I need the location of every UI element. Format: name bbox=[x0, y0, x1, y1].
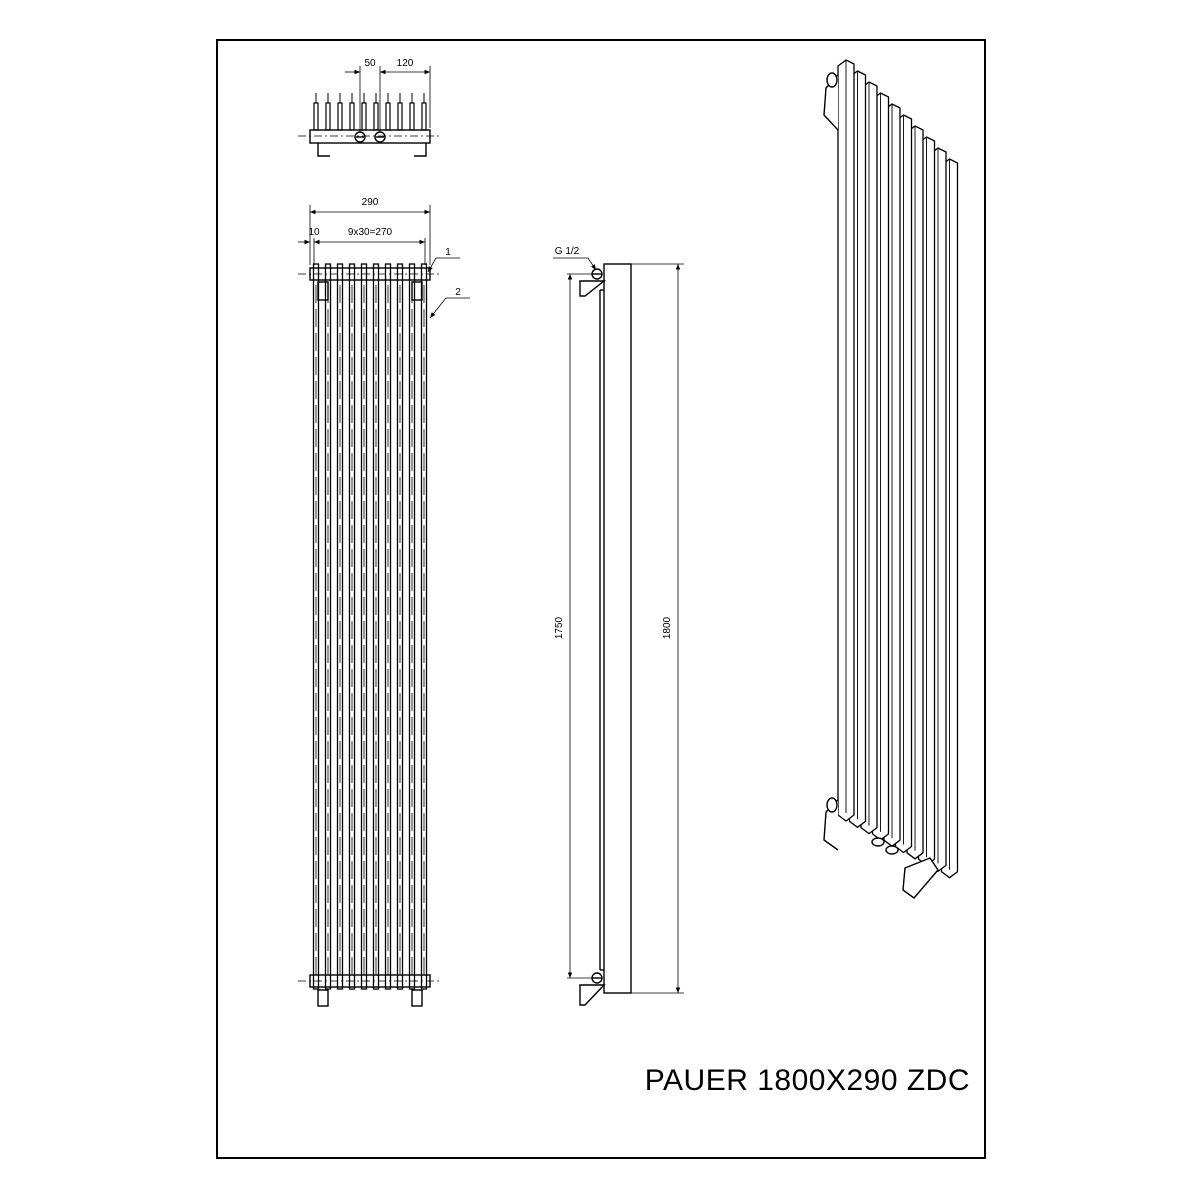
iso-bracket-bottom-right bbox=[902, 857, 939, 899]
isometric-view bbox=[823, 59, 959, 899]
top-fin bbox=[325, 102, 331, 131]
front-bracket-bottom-right bbox=[411, 989, 423, 1007]
dim-pitch-label: 9x30=270 bbox=[348, 227, 393, 238]
top-fin bbox=[337, 102, 343, 131]
dim-height-label: 1800 bbox=[662, 616, 673, 639]
top-view-bracket-right bbox=[414, 143, 427, 157]
front-view bbox=[298, 205, 470, 1007]
top-fin bbox=[385, 102, 391, 131]
side-bracket-bottom bbox=[579, 984, 606, 1006]
top-view bbox=[298, 66, 442, 157]
front-bracket-top-left bbox=[317, 281, 329, 301]
top-fin bbox=[421, 102, 427, 131]
top-fin bbox=[361, 102, 367, 131]
callout-2-leader bbox=[429, 297, 470, 319]
iso-top-port bbox=[826, 72, 838, 88]
side-view bbox=[553, 257, 684, 1006]
top-view-bracket-left bbox=[317, 143, 330, 157]
callout-2-label: 2 bbox=[455, 287, 461, 298]
top-fin bbox=[349, 102, 355, 131]
top-fin bbox=[397, 102, 403, 131]
isometric-fins bbox=[837, 59, 959, 879]
dim-edge-label: 10 bbox=[308, 227, 320, 238]
iso-bottom-port bbox=[826, 797, 838, 813]
thread-size-label: G 1/2 bbox=[555, 246, 580, 257]
callout-1-leader bbox=[427, 257, 460, 273]
side-view-panel bbox=[603, 263, 632, 994]
dim-spacing-label: 50 bbox=[364, 58, 376, 69]
dim-width-label: 290 bbox=[362, 197, 379, 208]
front-bracket-bottom-left bbox=[317, 989, 329, 1007]
dim-offset-label: 120 bbox=[397, 58, 414, 69]
front-bracket-top-right bbox=[411, 281, 423, 301]
side-bracket-top bbox=[579, 280, 607, 297]
top-view-fins bbox=[313, 93, 427, 131]
dim-axis-label: 1750 bbox=[554, 616, 565, 639]
top-fin bbox=[313, 102, 319, 131]
drawing-title: PAUER 1800X290 ZDC bbox=[644, 1064, 970, 1097]
top-fin bbox=[409, 102, 415, 131]
top-fin bbox=[373, 102, 379, 131]
drawing-frame bbox=[216, 39, 986, 1159]
callout-1-label: 1 bbox=[445, 247, 451, 258]
top-view-header bbox=[309, 129, 431, 144]
front-view-fins bbox=[312, 263, 428, 990]
